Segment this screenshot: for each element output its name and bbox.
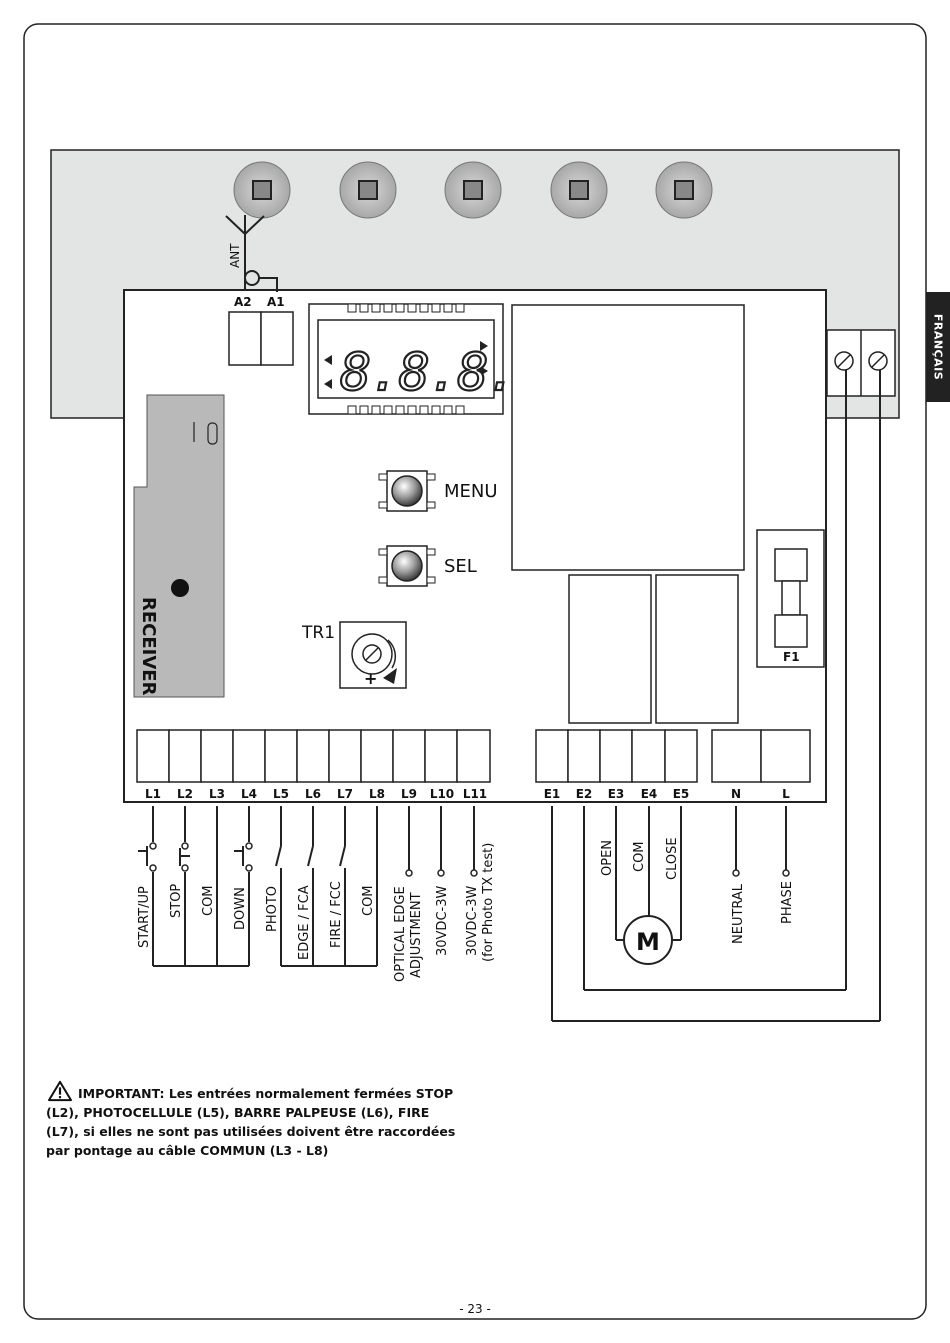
trimmer-label: TR1 (301, 623, 335, 643)
led-1 (233, 161, 291, 219)
label-com-l8: COM (361, 885, 376, 916)
receiver-module (133, 394, 225, 698)
label-edge-fca: EDGE / FCA (297, 885, 312, 960)
label-com-motor: COM (632, 841, 647, 872)
antenna-label: ANT (228, 243, 242, 268)
terminal-e2: E2 (576, 787, 593, 801)
label-30vdc-l11: 30VDC-3W (465, 886, 480, 956)
terminal-l8: L8 (369, 787, 385, 801)
terminal-l9: L9 (401, 787, 417, 801)
terminal-l5: L5 (273, 787, 289, 801)
l-side-wiring (138, 806, 478, 967)
sel-button-label: SEL (444, 556, 477, 577)
label-start-up: START/UP (137, 886, 152, 948)
label-photo-tx-test: (for Photo TX test) (481, 843, 496, 962)
label-phase: PHASE (780, 881, 795, 924)
sel-button[interactable] (378, 545, 436, 587)
trimmer-plus-icon: + (364, 669, 377, 688)
terminal-l4: L4 (241, 787, 257, 801)
terminal-l3: L3 (209, 787, 225, 801)
label-photo: PHOTO (265, 886, 280, 932)
receiver-label: RECEIVER (138, 597, 159, 696)
led-3 (444, 161, 502, 219)
important-heading: IMPORTANT: (78, 1086, 165, 1101)
transformer-block (511, 304, 745, 571)
label-fire-fcc: FIRE / FCC (329, 881, 344, 948)
label-open: OPEN (600, 840, 615, 876)
label-down: DOWN (233, 887, 248, 930)
antenna (225, 215, 278, 292)
fuse-label: F1 (783, 650, 800, 664)
led-5 (655, 161, 713, 219)
label-stop: STOP (169, 884, 184, 918)
menu-button-label: MENU (444, 481, 498, 502)
warning-icon (47, 1080, 73, 1102)
trimmer-tr1[interactable] (339, 621, 407, 689)
terminal-block-power (711, 729, 811, 783)
relay-2 (655, 574, 739, 724)
language-tab-label: FRANÇAIS (931, 313, 945, 381)
terminal-l: L (782, 787, 790, 801)
terminal-l7: L7 (337, 787, 353, 801)
terminal-e1: E1 (544, 787, 561, 801)
page-frame (23, 23, 927, 1320)
terminal-l11: L11 (463, 787, 487, 801)
terminal-a1: A1 (267, 295, 285, 309)
power-input-terminals (826, 329, 896, 397)
label-close: CLOSE (665, 837, 680, 880)
motor-icon (623, 915, 673, 965)
led-2 (339, 161, 397, 219)
language-tab: FRANÇAIS (926, 292, 950, 402)
page-number: - 23 - (459, 1302, 491, 1316)
terminal-e5: E5 (673, 787, 690, 801)
label-neutral: NEUTRAL (731, 883, 746, 944)
terminal-n: N (731, 787, 741, 801)
terminal-block-l (136, 729, 491, 783)
label-optical-edge: OPTICAL EDGE (393, 886, 408, 982)
terminal-block-e (535, 729, 698, 783)
terminal-l2: L2 (177, 787, 193, 801)
important-text: Les entrées normalement fermées STOP (L2… (46, 1086, 456, 1158)
lcd-display (308, 303, 504, 415)
terminal-l6: L6 (305, 787, 321, 801)
label-adjustment: ADJUSTMENT (409, 892, 424, 978)
terminal-e3: E3 (608, 787, 625, 801)
led-indicators (233, 161, 713, 219)
important-note: IMPORTANT: Les entrées normalement fermé… (46, 1080, 466, 1160)
label-30vdc-l10: 30VDC-3W (435, 886, 450, 956)
antenna-terminal-block (228, 311, 294, 366)
motor-label: M (636, 928, 660, 956)
terminal-a2: A2 (234, 295, 252, 309)
fuse-holder (756, 529, 825, 668)
label-com-l3: COM (201, 885, 216, 916)
menu-button[interactable] (378, 470, 436, 512)
motor-power-wiring (551, 370, 881, 1022)
led-4 (550, 161, 608, 219)
relay-1 (568, 574, 652, 724)
terminal-l1: L1 (145, 787, 161, 801)
terminal-l10: L10 (430, 787, 454, 801)
terminal-e4: E4 (641, 787, 658, 801)
